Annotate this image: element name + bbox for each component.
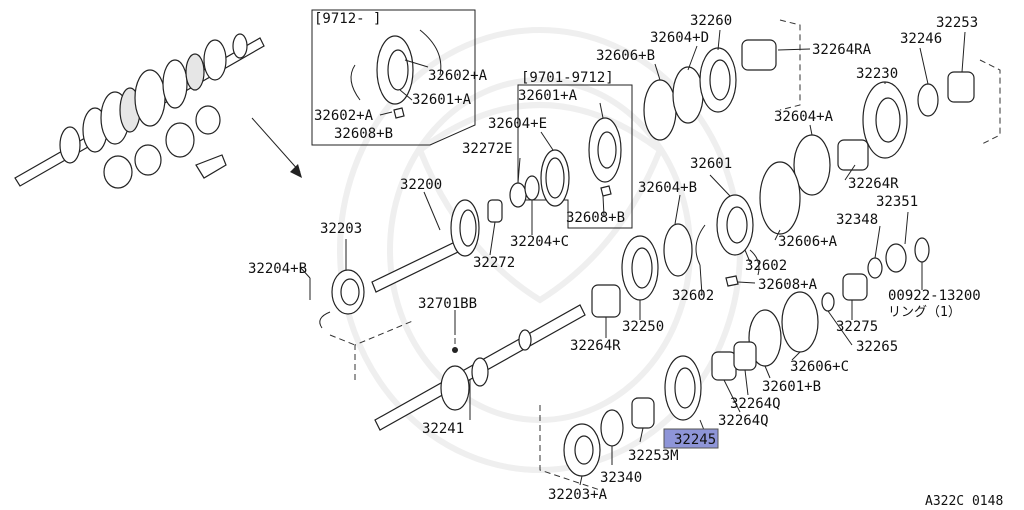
countershaft (374, 304, 586, 431)
part-label[interactable]: 00922-13200 (888, 288, 981, 304)
part-label[interactable]: 32241 (422, 421, 464, 437)
part-label-selected[interactable]: 32245 (674, 432, 716, 448)
part-label[interactable]: 32250 (622, 319, 664, 335)
upper-gear-train (319, 39, 975, 477)
part-label[interactable]: 32608+A (758, 277, 818, 293)
part-label[interactable]: 32606+A (778, 234, 838, 250)
part-label[interactable]: 32606+C (790, 359, 849, 375)
part-label[interactable]: 32203+A (548, 487, 608, 503)
part-label[interactable]: 32253M (628, 448, 679, 464)
part-label[interactable]: 32602+A (314, 108, 374, 124)
part-label[interactable]: 32604+B (638, 180, 697, 196)
part-label[interactable]: 32264R (570, 338, 621, 354)
part-label[interactable]: 32264R (848, 176, 899, 192)
part-label[interactable]: 32264RA (812, 42, 872, 58)
part-label[interactable]: 32604+E (488, 116, 547, 132)
leader-lines (299, 29, 966, 486)
part-label[interactable]: 32203 (320, 221, 362, 237)
part-label[interactable]: 32204+C (510, 234, 569, 250)
selected-part-highlight (663, 428, 719, 449)
part-label[interactable]: 32230 (856, 66, 898, 82)
part-label[interactable]: 32272E (462, 141, 513, 157)
part-label[interactable]: 32200 (400, 177, 442, 193)
part-label[interactable]: 32253 (936, 15, 978, 31)
inset-date-range: [9712- ] (314, 11, 381, 27)
part-label[interactable]: 32601+A (518, 88, 578, 104)
part-label[interactable]: 32606+B (596, 48, 655, 64)
overview-assembly-illustration (14, 33, 265, 189)
direction-arrow-icon (251, 117, 302, 178)
part-label[interactable]: 32275 (836, 319, 878, 335)
part-label[interactable]: 32204+B (248, 261, 307, 277)
part-label[interactable]: 32602 (672, 288, 714, 304)
part-label[interactable]: 32351 (876, 194, 918, 210)
part-label[interactable]: 32604+D (650, 30, 709, 46)
part-label[interactable]: 32601 (690, 156, 732, 172)
part-label[interactable]: 32601+B (762, 379, 821, 395)
part-label[interactable]: 32701BB (418, 296, 477, 312)
diagram-reference-code: A322C 0148 (925, 494, 1003, 509)
inset-date-range: [9701-9712] (521, 70, 614, 86)
part-label[interactable]: 32608+B (566, 210, 625, 226)
part-label[interactable]: 32246 (900, 31, 942, 47)
part-label[interactable]: 32608+B (334, 126, 393, 142)
part-label[interactable]: 32272 (473, 255, 515, 271)
part-label[interactable]: 32602+A (428, 68, 488, 84)
part-label[interactable]: 32264Q (718, 413, 769, 429)
part-label[interactable]: 32348 (836, 212, 878, 228)
part-label[interactable]: 32265 (856, 339, 898, 355)
part-label[interactable]: 32601+A (412, 92, 472, 108)
part-label[interactable]: 32264Q (730, 396, 781, 412)
inset-box-9712 (311, 9, 476, 146)
part-label[interactable]: 32260 (690, 13, 732, 29)
part-labels: 32260 32253 32604+D 32606+B 32264RA 3224… (248, 11, 1003, 509)
inset-box-9701-9712 (517, 84, 633, 229)
part-label[interactable]: 32604+A (774, 109, 834, 125)
part-label[interactable]: 32340 (600, 470, 642, 486)
ring-quantity-note: リング（1） (888, 305, 961, 320)
part-label[interactable]: 32602 (745, 258, 787, 274)
